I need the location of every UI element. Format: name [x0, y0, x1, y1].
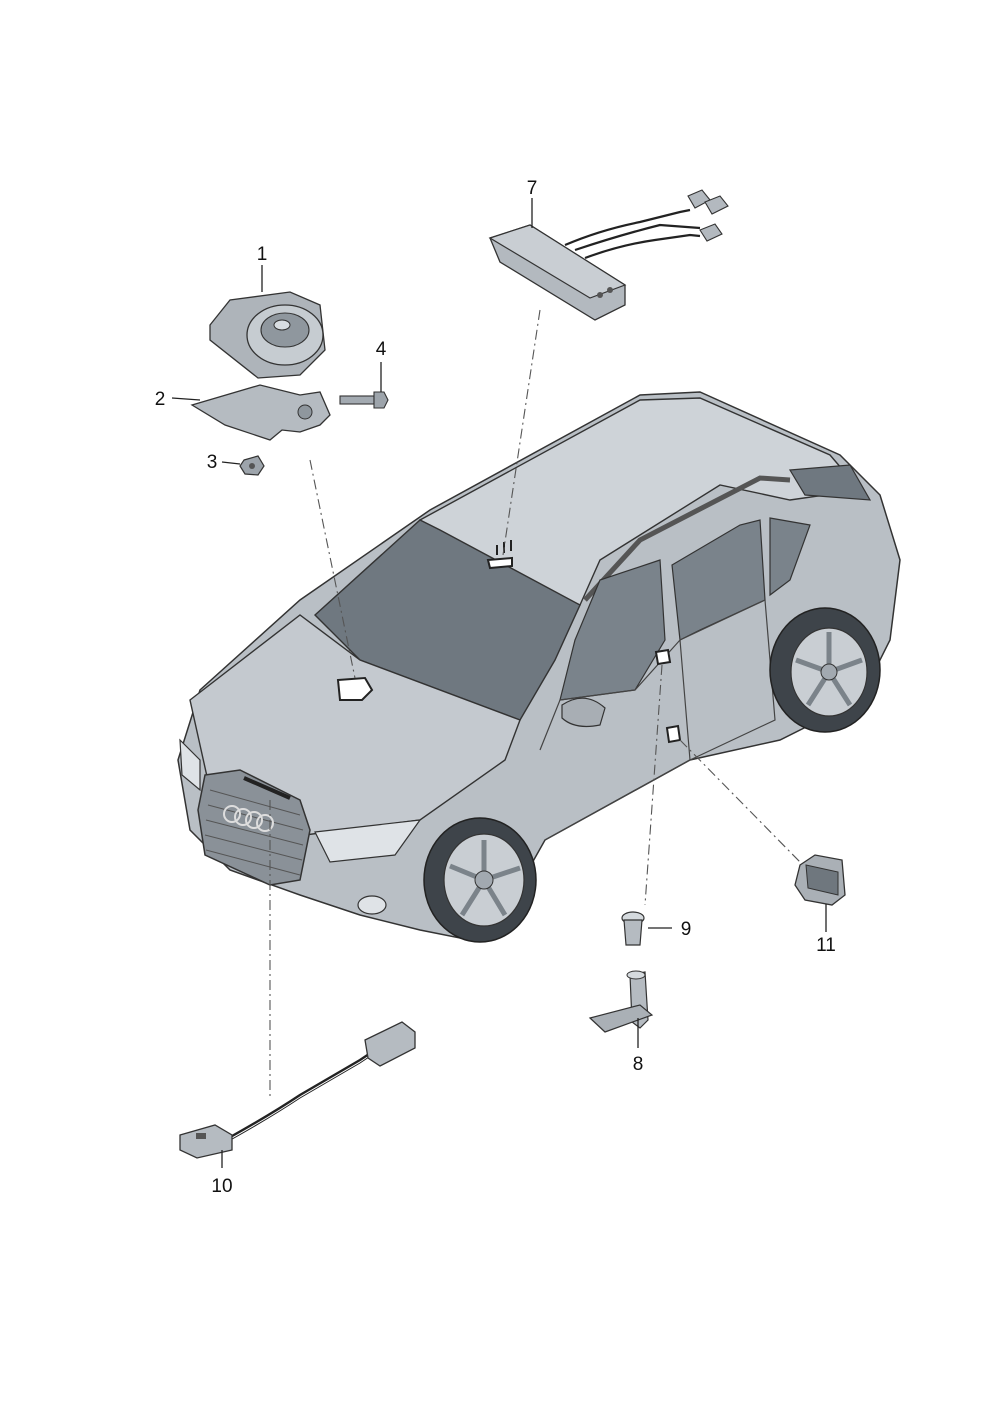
- part-10-wiring-harness: [179, 1021, 416, 1159]
- callout-10: 10: [211, 1176, 232, 1197]
- callout-labels: 1 2 3 4 7 8 9 10 11: [155, 178, 836, 1197]
- part-7-control-unit: [488, 189, 729, 321]
- fog-light: [357, 895, 387, 915]
- rear-wheel: [769, 607, 881, 733]
- vehicle-illustration: [177, 391, 901, 943]
- part-9-grommet: [621, 911, 645, 946]
- grille-bars: [204, 789, 304, 876]
- brand-rings: [223, 805, 274, 832]
- callout-2: 2: [155, 389, 166, 410]
- location-leaders: [269, 309, 801, 1100]
- part-8-door-sensor: [588, 970, 654, 1033]
- part-11-switch: [794, 854, 846, 906]
- hood-switch-location-marker: [243, 776, 291, 800]
- callout-leaders: [171, 198, 827, 1168]
- side-mirror: [561, 697, 606, 728]
- headlight-right: [314, 819, 422, 863]
- door-sensor-location-marker: [654, 648, 672, 666]
- alarm-horn-location-marker: [336, 676, 374, 701]
- callout-4: 4: [376, 339, 387, 360]
- callout-8: 8: [633, 1054, 644, 1075]
- callout-9: 9: [681, 919, 692, 940]
- roof-rail: [583, 475, 791, 602]
- callout-1: 1: [257, 244, 268, 265]
- part-1-alarm-horn: [209, 291, 326, 379]
- part-4-bolt: [339, 391, 389, 409]
- quarter-window: [769, 517, 811, 597]
- front-wheel: [423, 817, 537, 943]
- headlight-left: [179, 738, 201, 792]
- control-unit-location-marker: [486, 540, 513, 570]
- part-3-nut: [239, 455, 265, 476]
- callout-7: 7: [527, 178, 538, 199]
- part-2-bracket: [190, 384, 331, 441]
- switch-location-marker: [665, 724, 682, 744]
- callout-11: 11: [816, 935, 836, 956]
- rear-window: [788, 464, 872, 501]
- callout-3: 3: [207, 452, 218, 473]
